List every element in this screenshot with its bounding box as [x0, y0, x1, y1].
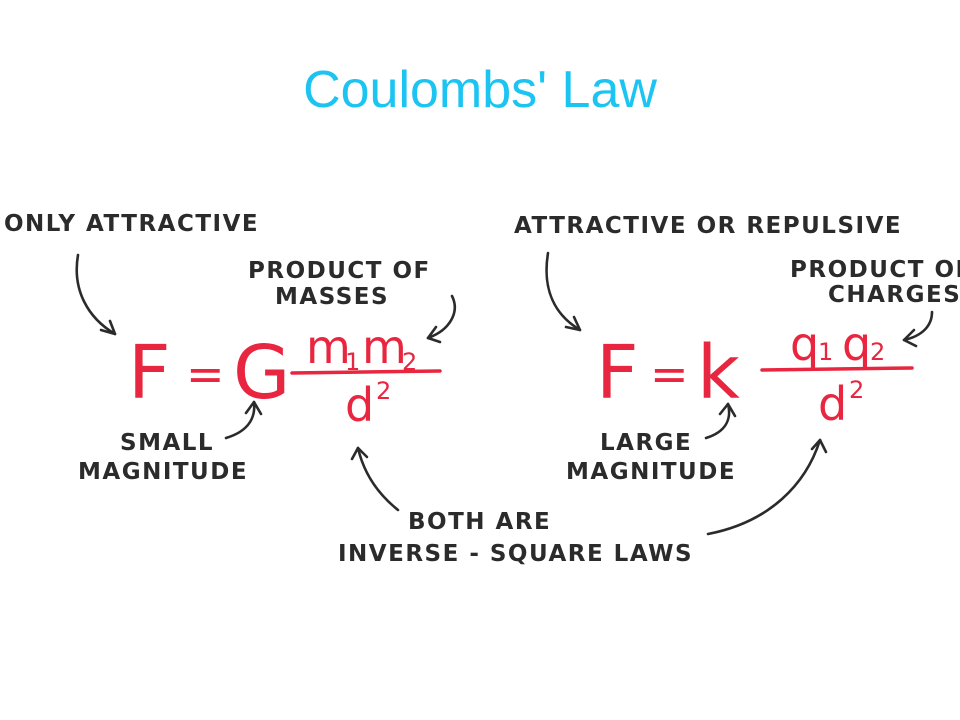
- electric-equals-sign: =: [650, 347, 689, 401]
- large-magnitude-label-line1: LARGE: [600, 430, 692, 456]
- arrow-to-constant-k: [704, 402, 731, 440]
- gravity-distance: d: [345, 378, 374, 432]
- gravity-mass-2: m: [362, 320, 407, 374]
- arrow-to-constant-g: [224, 400, 256, 440]
- slide-title: Coulombs' Law: [303, 61, 657, 119]
- gravity-force-symbol: F: [128, 330, 171, 416]
- small-magnitude-label-line1: SMALL: [120, 430, 214, 456]
- arrow-head-electric-distance: [810, 438, 828, 454]
- gravity-fraction-bar: [290, 369, 442, 375]
- attractive-or-repulsive-label: ATTRACTIVE OR REPULSIVE: [514, 213, 902, 239]
- small-magnitude-label-line2: MAGNITUDE: [78, 459, 248, 485]
- electric-constant-k: k: [697, 330, 740, 416]
- electric-charge-1: q: [790, 317, 819, 371]
- arrow-head-masses: [426, 325, 442, 344]
- electric-force-symbol: F: [596, 330, 639, 416]
- gravity-equals-sign: =: [186, 347, 225, 401]
- arrow-head-gravity-force: [99, 319, 117, 336]
- electric-charge-1-subscript: 1: [818, 338, 833, 366]
- large-magnitude-label-line2: MAGNITUDE: [566, 459, 736, 485]
- arrow-to-charges: [902, 310, 934, 342]
- electric-charge-2: q: [842, 317, 871, 371]
- inverse-square-laws-label: INVERSE - SQUARE LAWS: [338, 541, 693, 567]
- arrow-to-electric-force: [545, 251, 582, 332]
- arrow-head-constant-k: [718, 402, 737, 418]
- electric-distance-exponent: 2: [849, 376, 864, 404]
- arrow-head-charges: [902, 328, 918, 348]
- product-of-charges-label-line2: CHARGES: [828, 282, 960, 308]
- electric-charge-2-subscript: 2: [870, 338, 885, 366]
- product-of-masses-label-line2: MASSES: [275, 284, 389, 310]
- only-attractive-label: ONLY ATTRACTIVE: [4, 211, 259, 237]
- product-of-charges-label-line1: PRODUCT OF: [790, 257, 960, 283]
- arrow-head-constant-g: [244, 400, 263, 416]
- gravity-mass-1-subscript: 1: [345, 348, 360, 376]
- gravity-mass-2-subscript: 2: [402, 348, 417, 376]
- arrow-to-gravity-force: [75, 253, 117, 336]
- both-are-label: BOTH ARE: [408, 509, 551, 535]
- product-of-masses-label-line1: PRODUCT OF: [248, 258, 431, 284]
- electric-distance: d: [818, 377, 847, 431]
- arrow-to-electric-distance: [706, 438, 822, 536]
- arrow-head-electric-force: [564, 315, 582, 332]
- gravity-distance-exponent: 2: [376, 377, 391, 405]
- arrow-to-gravity-distance: [356, 446, 400, 512]
- arrow-to-masses: [426, 294, 457, 340]
- arrow-head-gravity-distance: [350, 446, 369, 461]
- electric-fraction-bar: [760, 366, 914, 372]
- gravity-mass-1: m: [306, 320, 351, 374]
- gravity-constant-g: G: [233, 330, 290, 416]
